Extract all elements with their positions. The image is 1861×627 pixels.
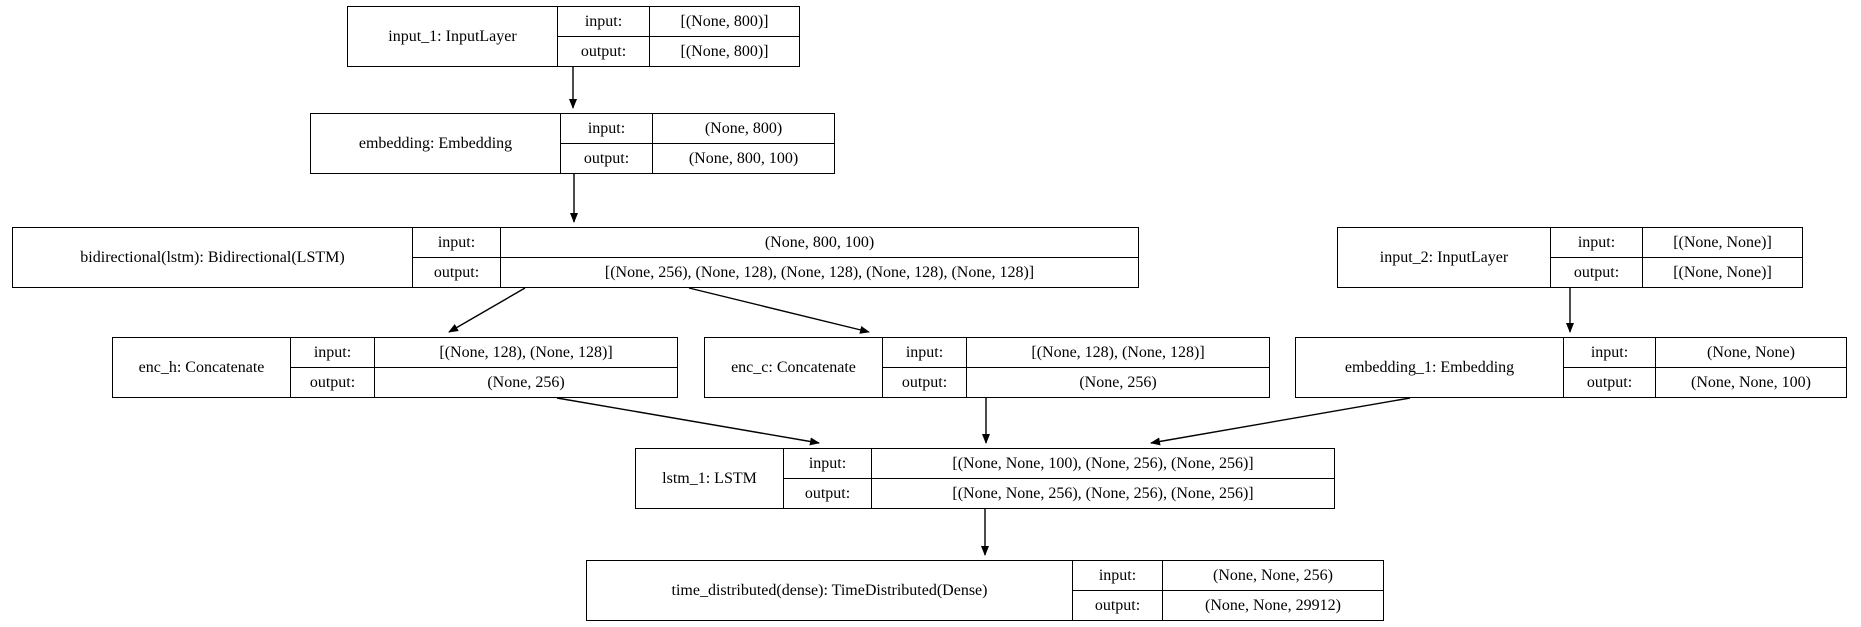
edge-bidirectional-enc_c xyxy=(688,287,870,334)
input-shape: [(None, 800)] xyxy=(680,12,769,30)
layer-node-input_2: input_2: InputLayer input: [(None, None)… xyxy=(1337,227,1803,288)
input-label: input: xyxy=(558,7,650,36)
layer-node-enc_c: enc_c: Concatenate input: [(None, 128), … xyxy=(704,337,1270,398)
input-label: input: xyxy=(413,228,501,257)
input-shape: [(None, None)] xyxy=(1673,233,1772,251)
edge-embedding_1-lstm_1 xyxy=(1150,397,1411,446)
output-label: output: xyxy=(883,368,967,397)
output-label: output: xyxy=(1551,258,1643,287)
output-shape: [(None, None, 256), (None, 256), (None, … xyxy=(952,484,1254,502)
layer-node-lstm_1: lstm_1: LSTM input: [(None, None, 100), … xyxy=(635,448,1335,509)
output-shape: [(None, None)] xyxy=(1673,263,1772,281)
output-label: output: xyxy=(784,479,872,508)
layer-node-time_distributed: time_distributed(dense): TimeDistributed… xyxy=(586,560,1384,621)
input-shape: [(None, 128), (None, 128)] xyxy=(1031,343,1205,361)
output-label: output: xyxy=(413,258,501,287)
output-label: output: xyxy=(558,37,650,66)
output-shape: (None, 256) xyxy=(487,373,565,391)
input-label: input: xyxy=(561,114,653,143)
layer-name: enc_h: Concatenate xyxy=(113,338,291,397)
input-label: input: xyxy=(784,449,872,478)
input-shape: [(None, None, 100), (None, 256), (None, … xyxy=(952,454,1254,472)
edge-enc_h-lstm_1 xyxy=(556,397,820,446)
input-label: input: xyxy=(1564,338,1656,367)
layer-name: lstm_1: LSTM xyxy=(636,449,784,508)
input-label: input: xyxy=(1073,561,1163,590)
input-label: input: xyxy=(1551,228,1643,257)
layer-name: input_1: InputLayer xyxy=(348,7,558,66)
input-shape: (None, 800, 100) xyxy=(764,233,875,251)
input-shape: (None, None) xyxy=(1707,343,1795,361)
output-label: output: xyxy=(1073,591,1163,620)
layer-name: input_2: InputLayer xyxy=(1338,228,1551,287)
layer-name: enc_c: Concatenate xyxy=(705,338,883,397)
layer-node-embedding: embedding: Embedding input: (None, 800) … xyxy=(310,113,835,174)
input-label: input: xyxy=(291,338,375,367)
output-shape: (None, None, 29912) xyxy=(1205,596,1341,614)
layer-node-embedding_1: embedding_1: Embedding input: (None, Non… xyxy=(1295,337,1847,398)
output-shape: (None, None, 100) xyxy=(1691,373,1811,391)
output-shape: [(None, 800)] xyxy=(680,42,769,60)
output-label: output: xyxy=(561,144,653,173)
layer-node-input_1: input_1: InputLayer input: [(None, 800)]… xyxy=(347,6,800,67)
layer-name: embedding_1: Embedding xyxy=(1296,338,1564,397)
layer-name: time_distributed(dense): TimeDistributed… xyxy=(587,561,1073,620)
output-label: output: xyxy=(1564,368,1656,397)
output-shape: [(None, 256), (None, 128), (None, 128), … xyxy=(604,263,1035,281)
input-shape: (None, 800) xyxy=(704,119,783,137)
layer-node-bidirectional: bidirectional(lstm): Bidirectional(LSTM)… xyxy=(12,227,1139,288)
input-shape: (None, None, 256) xyxy=(1213,566,1333,584)
output-label: output: xyxy=(291,368,375,397)
input-shape: [(None, 128), (None, 128)] xyxy=(439,343,613,361)
output-shape: (None, 256) xyxy=(1079,373,1157,391)
input-label: input: xyxy=(883,338,967,367)
layer-name: embedding: Embedding xyxy=(311,114,561,173)
output-shape: (None, 800, 100) xyxy=(688,149,799,167)
layer-name: bidirectional(lstm): Bidirectional(LSTM) xyxy=(13,228,413,287)
edge-bidirectional-enc_h xyxy=(448,287,526,333)
layer-node-enc_h: enc_h: Concatenate input: [(None, 128), … xyxy=(112,337,678,398)
